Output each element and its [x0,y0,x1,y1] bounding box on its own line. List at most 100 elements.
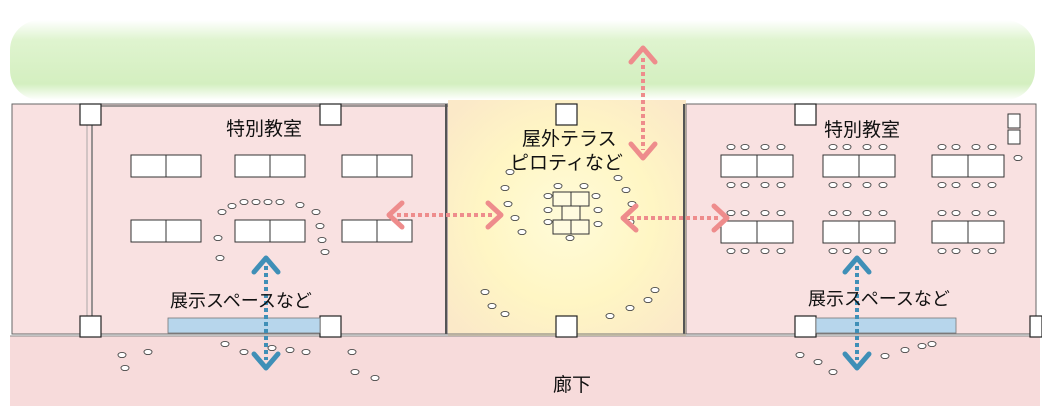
seat-marker [591,192,601,200]
seat-marker [311,208,321,216]
seat-marker [937,209,947,217]
terrace-title-line1: 屋外テラス [522,128,617,150]
seat-marker [285,346,295,354]
seat-marker [593,206,603,214]
seat-marker [117,351,127,359]
seat-marker [621,186,631,194]
seat-marker [951,181,961,189]
seat-marker [1013,154,1023,162]
seat-marker [726,181,736,189]
corridor [10,336,1040,406]
seat-marker [543,206,553,214]
seat-marker [828,143,838,151]
seat-marker [951,209,961,217]
seat-marker [295,201,305,209]
seat-marker [776,143,786,151]
seat-marker [842,181,852,189]
seat-marker [740,181,750,189]
columns [79,103,1042,338]
seat-marker [605,312,615,320]
seat-marker [500,310,510,318]
seat-marker [828,209,838,217]
seat-marker [862,143,872,151]
left-display-strip [167,317,321,334]
seat-marker [760,181,770,189]
seat-marker [862,247,872,255]
seat-marker [951,143,961,151]
seat-marker [650,286,660,294]
seat-marker [862,181,872,189]
seat-marker [480,288,490,296]
seat-marker [565,234,575,242]
seat-marker [315,222,325,230]
seat-marker [726,209,736,217]
seat-marker [828,368,838,376]
blue-arrows [251,255,872,371]
seat-marker [795,351,805,359]
seat-marker [350,368,360,376]
seat-marker [878,143,888,151]
seat-marker [370,374,380,382]
right-display-strip [815,317,957,334]
seat-marker [842,143,852,151]
seat-marker [987,181,997,189]
seat-marker [726,143,736,151]
seat-marker [320,248,330,256]
seat-marker [760,209,770,217]
seat-marker [917,342,927,350]
seat-marker [880,352,890,360]
corridor-label: 廊下 [553,374,592,396]
seat-marker [301,348,311,356]
seat-marker [579,182,589,190]
right-room-title: 特別教室 [824,119,901,141]
seat-marker [487,302,497,310]
seat-marker [937,181,947,189]
right-room-desks [720,113,1021,244]
seat-marker [726,247,736,255]
seat-marker [120,364,130,372]
seat-marker [776,247,786,255]
seat-marker [213,234,223,242]
seat-marker [828,247,838,255]
seat-marker [937,143,947,151]
seat-marker [878,247,888,255]
seat-marker [317,236,327,244]
right-display-label: 展示スペースなど [808,289,950,310]
seat-marker [543,218,553,226]
seat-marker [643,296,653,304]
terrace-table [552,191,590,235]
seat-marker [503,200,513,208]
seat-marker [927,340,937,348]
seat-marker [217,208,227,216]
seat-marker [740,143,750,151]
left-display-label: 展示スペースなど [170,291,312,312]
seat-marker [593,220,603,228]
seat-marker [510,214,520,222]
seat-marker [971,209,981,217]
seat-marker [553,182,563,190]
right-room [685,103,1037,335]
seat-marker [878,181,888,189]
seat-marker [813,358,823,366]
seat-marker [143,348,153,356]
seat-marker [776,209,786,217]
seat-marker [500,184,510,192]
seat-marker [239,348,249,356]
seat-marker [987,209,997,217]
seat-marker [776,181,786,189]
seat-marker [828,181,838,189]
left-room-title: 特別教室 [226,118,303,140]
seat-marker [842,209,852,217]
seat-marker [740,209,750,217]
seat-marker [275,198,285,206]
terrace-title-line2: ピロティなど [510,152,623,174]
seat-marker [987,143,997,151]
seat-marker [215,254,225,262]
seat-marker [740,247,750,255]
seat-marker [613,174,623,182]
seat-marker [543,192,553,200]
seat-marker [900,346,910,354]
seat-marker [971,247,981,255]
seat-marker [220,340,230,348]
